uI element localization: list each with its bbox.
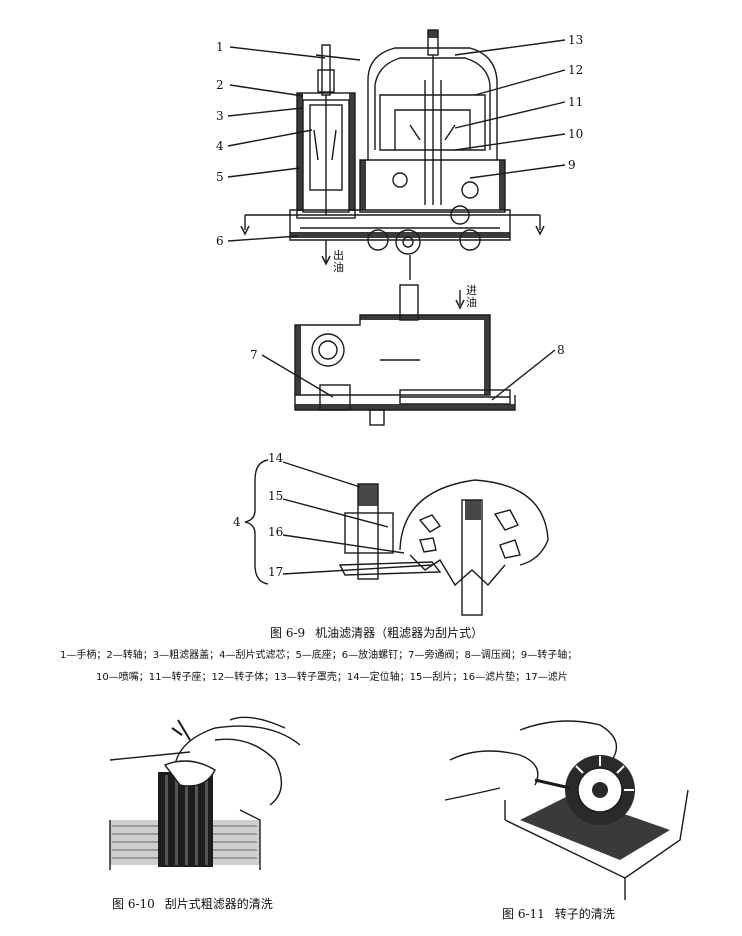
inlet-label: 进油 (466, 284, 477, 309)
callout-10: 10 (568, 127, 584, 141)
fig-6-11-number: 图 6-11 (502, 907, 545, 921)
fig-6-9-legend-line1: 1—手柄；2—转轴；3—粗滤器盖；4—刮片式滤芯；5—底座；6—放油螺钉；7—旁… (60, 650, 578, 661)
callout-11: 11 (568, 95, 584, 109)
callout-2: 2 (216, 78, 224, 92)
callout-5: 5 (216, 170, 224, 184)
photo-fig-6-10 (109, 716, 301, 870)
callout-3: 3 (216, 109, 224, 123)
callout-16: 16 (268, 525, 284, 539)
fig-6-10-caption: 图 6-10 刮片式粗滤器的清洗 (112, 895, 273, 912)
callout-group-4: 4 (233, 515, 241, 529)
callout-14: 14 (268, 451, 284, 465)
callout-15: 15 (268, 489, 284, 503)
callout-6: 6 (216, 234, 224, 248)
fig-6-10-title: 刮片式粗滤器的清洗 (164, 897, 273, 911)
outlet-label: 出油 (333, 249, 344, 274)
callout-13: 13 (568, 33, 584, 47)
fig-6-9-title: 机油滤清器（粗滤器为刮片式） (315, 626, 484, 640)
callout-17: 17 (268, 565, 284, 579)
callout-1: 1 (216, 40, 224, 54)
fig-6-10-number: 图 6-10 (112, 897, 155, 911)
fig-6-9-number: 图 6-9 (270, 626, 306, 640)
callout-12: 12 (568, 63, 584, 77)
callout-7: 7 (250, 348, 258, 362)
photo-fig-6-11 (444, 720, 689, 900)
callout-4: 4 (216, 139, 224, 153)
callout-9: 9 (568, 158, 576, 172)
fig-6-11-title: 转子的清洗 (554, 907, 615, 921)
fig-6-9-caption: 图 6-9 机油滤清器（粗滤器为刮片式） (270, 624, 483, 641)
fig-6-9-legend-line2: 10—喷嘴；11—转子座；12—转子体；13—转子罩壳；14—定位轴；15—刮片… (96, 672, 568, 683)
fig-6-11-caption: 图 6-11 转子的清洗 (502, 905, 615, 922)
callout-8: 8 (557, 343, 565, 357)
